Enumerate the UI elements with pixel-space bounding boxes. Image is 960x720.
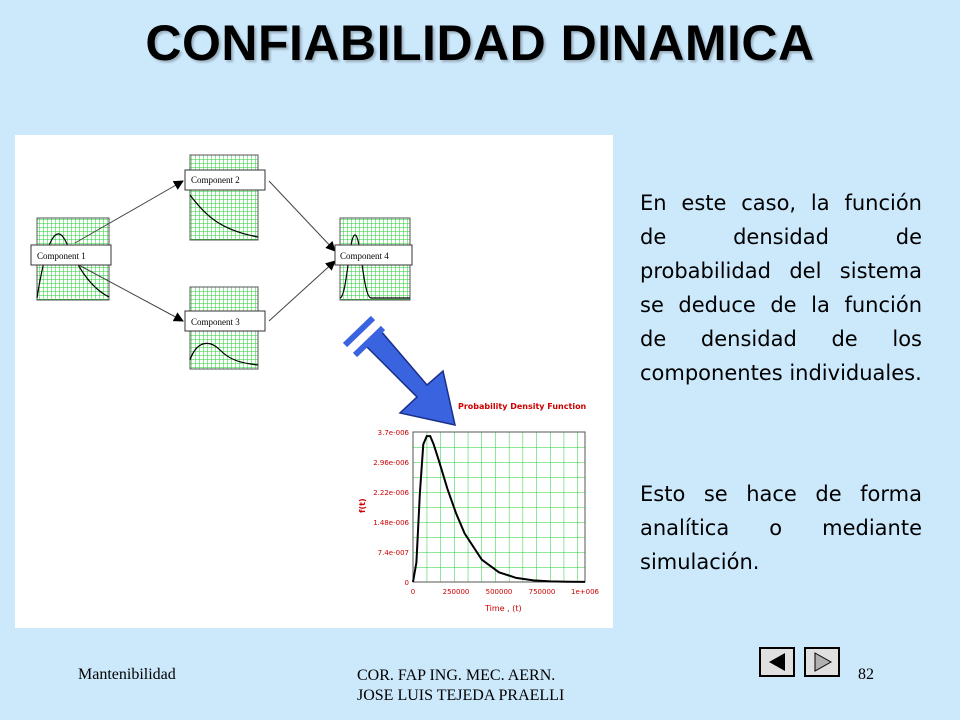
x-tick-label: 0 <box>411 588 415 596</box>
footer-author: COR. FAP ING. MEC. AERN. JOSE LUIS TEJED… <box>357 666 564 706</box>
slide-title: CONFIABILIDAD DINAMICA <box>145 15 815 71</box>
pdf-curve <box>412 435 586 583</box>
svg-text:Component 2: Component 2 <box>191 175 240 185</box>
svg-text:Component 1: Component 1 <box>37 251 86 261</box>
footer-author-line1: COR. FAP ING. MEC. AERN. <box>357 667 556 684</box>
footer-author-line2: JOSE LUIS TEJEDA PRAELLI <box>357 687 565 704</box>
system-diagram: Component 1 Component 2 Component 3 Comp… <box>30 154 600 613</box>
svg-text:Component 3: Component 3 <box>191 317 240 327</box>
triangle-left-icon <box>769 653 785 671</box>
y-tick-label: 0 <box>405 579 409 587</box>
y-tick-label: 2.96e-006 <box>373 459 409 467</box>
page-number: 82 <box>858 666 874 683</box>
diagram-connectors <box>74 180 336 322</box>
x-tick-label: 750000 <box>529 588 556 596</box>
x-tick-label: 500000 <box>486 588 513 596</box>
explanation-paragraph: En este caso, la función de densidad de … <box>640 191 922 385</box>
y-tick-label: 7.4e-007 <box>378 549 409 557</box>
x-tick-label: 250000 <box>443 588 470 596</box>
component-box-3: Component 3 <box>184 310 266 332</box>
svg-text:Component 4: Component 4 <box>340 251 389 261</box>
component-2-plot <box>189 154 259 241</box>
method-paragraph: Esto se hace de forma analítica o median… <box>640 482 922 574</box>
x-tick-label: 1e+006 <box>571 588 600 596</box>
pdf-chart: Probability Density Function 0 7.4e-007 1.… <box>358 402 600 613</box>
prev-slide-button[interactable] <box>759 647 795 677</box>
chart-title: Probability Density Function <box>458 402 587 411</box>
y-tick-label: 3.7e-006 <box>378 429 410 437</box>
figure-panel: Component 1 Component 2 Component 3 Comp… <box>15 135 613 628</box>
component-box-2: Component 2 <box>184 169 266 191</box>
chart-xlabel: Time , (t) <box>484 604 522 613</box>
y-tick-label: 2.22e-006 <box>373 489 409 497</box>
next-slide-button[interactable] <box>804 647 840 677</box>
triangle-right-icon <box>814 652 833 672</box>
y-tick-label: 1.48e-006 <box>373 519 409 527</box>
blue-arrow-icon <box>342 315 456 426</box>
chart-plot-area <box>412 431 586 583</box>
chart-ylabel: f(t) <box>358 498 367 513</box>
footer-course: Mantenibilidad <box>78 666 176 683</box>
component-box-1: Component 1 <box>30 244 112 266</box>
component-box-4: Component 4 <box>334 244 413 266</box>
